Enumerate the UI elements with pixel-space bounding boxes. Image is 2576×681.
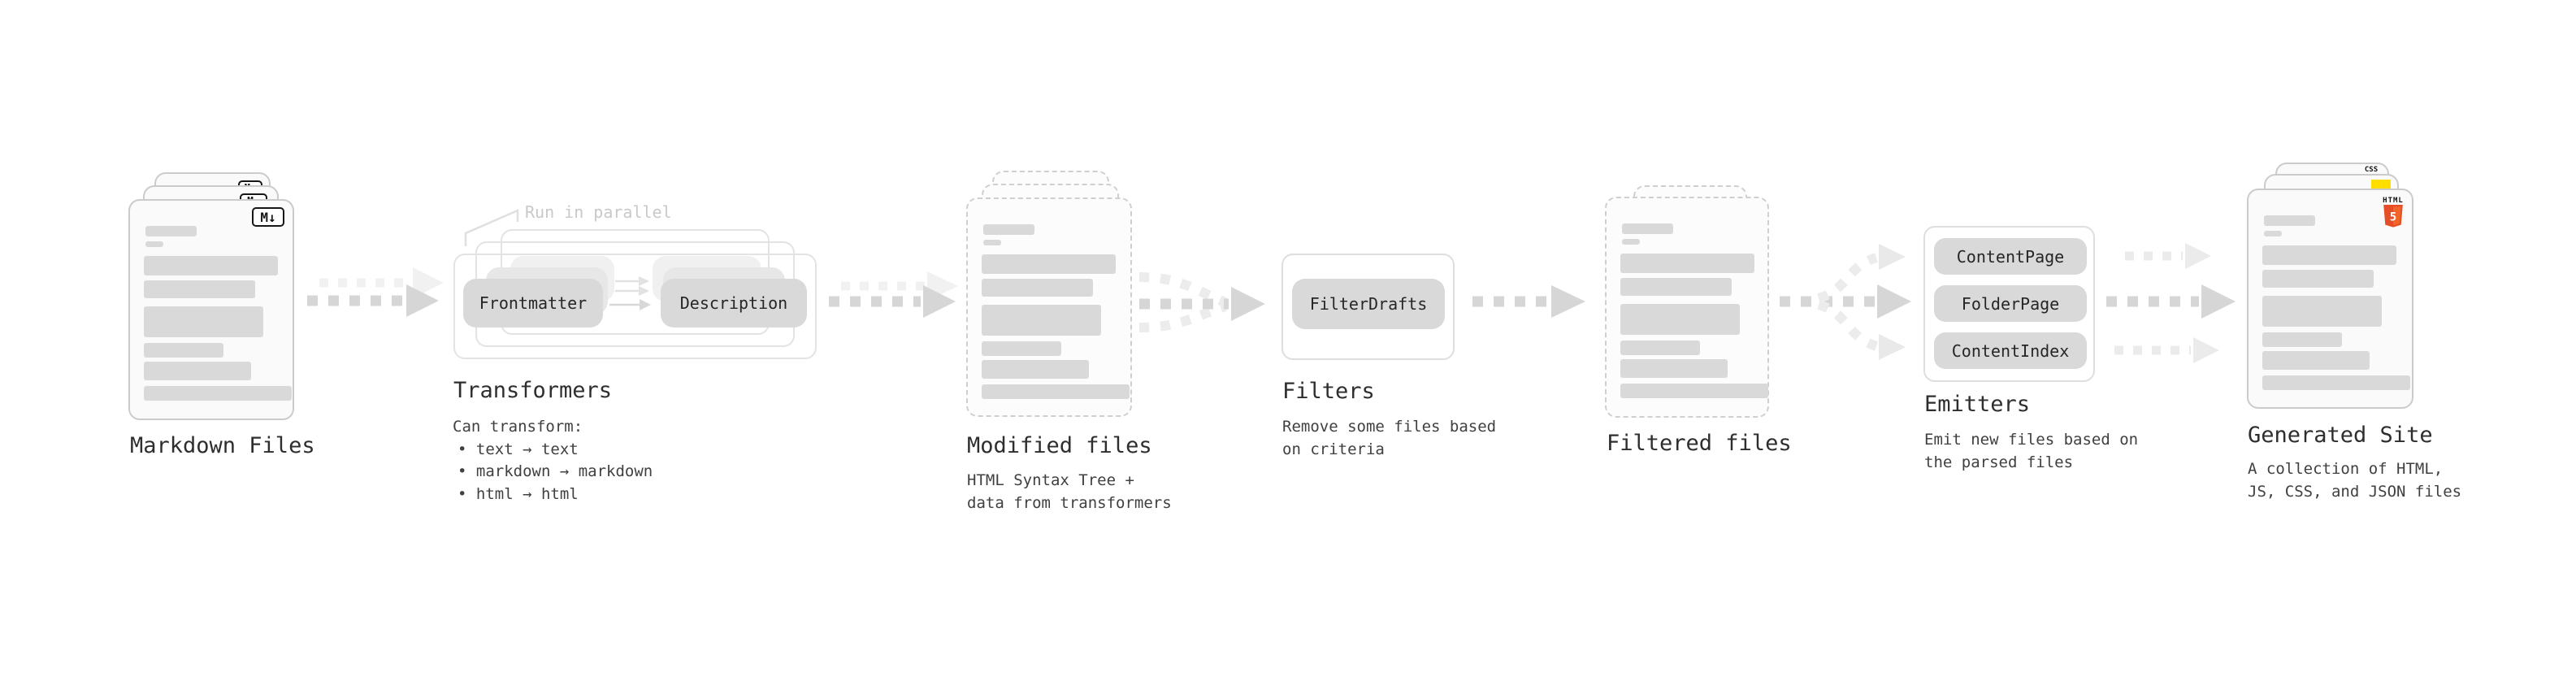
- markdown-files-title: Markdown Files: [130, 433, 315, 458]
- filtered-files-title: Filtered files: [1607, 431, 1792, 456]
- transformers-body-heading: Can transform:: [453, 418, 583, 436]
- skeleton-bar: [2262, 351, 2370, 370]
- generated-site-subtitle: A collection of HTML,: [2248, 460, 2444, 478]
- arrow-filters-to-filtered: [1472, 285, 1585, 318]
- modified-sheet-front: [966, 197, 1132, 417]
- contentindex-pill: ContentIndex: [1934, 332, 2087, 369]
- skeleton-bar: [982, 341, 1061, 356]
- arrow-markdown-to-transformers: [307, 284, 439, 317]
- skeleton-bar: [982, 360, 1089, 379]
- skeleton-bar: [145, 241, 163, 247]
- js-icon: [2371, 180, 2391, 189]
- site-sheet-html: HTML 5: [2247, 189, 2413, 409]
- skeleton-bar: [144, 343, 223, 358]
- emitters-subtitle: Emit new files based on: [1924, 431, 2139, 449]
- html5-icon: HTML 5: [2383, 197, 2404, 228]
- folderpage-pill: FolderPage: [1934, 285, 2087, 322]
- arrow-transformers-to-modified-ghost: [841, 271, 958, 301]
- arrow-emitters-to-site-bottom: [2114, 337, 2219, 363]
- transformers-title: Transformers: [453, 378, 613, 403]
- modified-files-subtitle: data from transformers: [967, 494, 1172, 512]
- svg-text:5: 5: [2390, 211, 2396, 224]
- filters-subtitle: on criteria: [1282, 440, 1385, 458]
- generated-site-subtitle: JS, CSS, and JSON files: [2248, 483, 2462, 501]
- arrow-modified-to-filters: [1138, 272, 1265, 332]
- modified-files-subtitle: HTML Syntax Tree +: [967, 471, 1134, 489]
- filterdrafts-pill: FilterDrafts: [1292, 279, 1445, 329]
- skeleton-bar: [2262, 245, 2396, 265]
- skeleton-bar: [144, 280, 255, 298]
- skeleton-bar: [982, 305, 1101, 336]
- transformers-bullet: • html → html: [458, 485, 579, 503]
- markdown-icon: M↓: [252, 207, 284, 227]
- arrow-transformers-to-modified: [829, 285, 956, 318]
- skeleton-bar: [982, 254, 1116, 274]
- frontmatter-pill: Frontmatter: [463, 279, 603, 327]
- arrow-markdown-to-transformers-ghost: [319, 267, 444, 298]
- modified-files-title: Modified files: [967, 433, 1152, 458]
- skeleton-bar: [2262, 375, 2410, 390]
- filtered-sheet-front: [1605, 197, 1769, 418]
- skeleton-bar: [1622, 239, 1640, 245]
- skeleton-bar: [983, 240, 1001, 245]
- skeleton-bar: [144, 362, 251, 380]
- skeleton-bar: [144, 306, 263, 337]
- arrow-emitters-to-site-top: [2125, 243, 2211, 269]
- skeleton-bar: [2262, 270, 2374, 288]
- arrow-emitters-to-site-middle: [2106, 284, 2236, 319]
- skeleton-bar: [1620, 340, 1700, 355]
- skeleton-bar: [983, 224, 1034, 235]
- skeleton-bar: [2262, 332, 2342, 347]
- generated-site-title: Generated Site: [2248, 423, 2433, 448]
- markdown-sheet-front: M↓: [128, 199, 294, 420]
- skeleton-bar: [982, 279, 1093, 297]
- emitters-subtitle: the parsed files: [1924, 453, 2074, 471]
- skeleton-bar: [2264, 215, 2315, 226]
- skeleton-bar: [1620, 359, 1728, 378]
- filters-subtitle: Remove some files based: [1282, 418, 1497, 436]
- contentpage-pill: ContentPage: [1934, 238, 2087, 275]
- transformers-bullet: • markdown → markdown: [458, 462, 653, 480]
- arrow-filtered-to-emitters: [1780, 244, 1911, 360]
- skeleton-bar: [1622, 223, 1673, 234]
- skeleton-bar: [145, 226, 197, 236]
- filters-title: Filters: [1282, 379, 1375, 404]
- skeleton-bar: [1620, 278, 1732, 296]
- emitters-title: Emitters: [1924, 392, 2031, 417]
- skeleton-bar: [1620, 254, 1754, 273]
- skeleton-bar: [144, 256, 278, 275]
- transformer-layer-front: [453, 254, 817, 359]
- run-in-parallel-annotation: Run in parallel: [525, 202, 672, 222]
- skeleton-bar: [982, 384, 1130, 399]
- transformers-bullet: • text → text: [458, 440, 579, 458]
- description-pill: Description: [661, 279, 807, 327]
- skeleton-bar: [1620, 304, 1740, 335]
- skeleton-bar: [2264, 231, 2282, 236]
- skeleton-bar: [1620, 384, 1768, 398]
- skeleton-bar: [144, 386, 292, 401]
- skeleton-bar: [2262, 296, 2382, 327]
